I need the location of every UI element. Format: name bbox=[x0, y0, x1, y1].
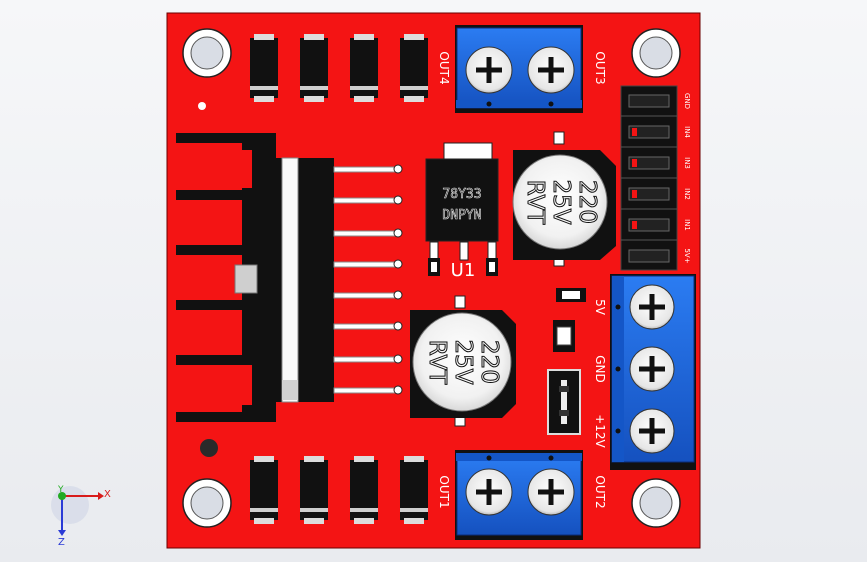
diode bbox=[300, 34, 328, 102]
via-dark bbox=[200, 439, 218, 457]
header-label-in3: IN3 bbox=[683, 157, 691, 169]
cap-bottom-line3: RVT bbox=[424, 340, 450, 385]
smd-led bbox=[553, 320, 575, 352]
fiducial-dot bbox=[198, 102, 206, 110]
label-gnd: GND bbox=[593, 355, 607, 383]
terminal-power[interactable] bbox=[610, 274, 696, 470]
regulator-marking-line2: DNPYN bbox=[442, 208, 481, 223]
screw bbox=[629, 408, 675, 454]
terminal-out1-out2[interactable] bbox=[455, 450, 583, 540]
cap-top-line2: 25V bbox=[548, 179, 574, 224]
jumper[interactable] bbox=[547, 369, 581, 435]
capacitor-top: 220 25V RVT bbox=[512, 131, 616, 267]
diode bbox=[250, 456, 278, 524]
axis-z-label: Z bbox=[58, 537, 65, 548]
screw bbox=[465, 468, 513, 516]
diode bbox=[350, 34, 378, 102]
header-label-gnd: GND bbox=[683, 93, 691, 109]
cap-top-line1: 220 bbox=[574, 180, 600, 224]
label-out2: OUT2 bbox=[593, 475, 607, 508]
label-12v: +12V bbox=[593, 414, 607, 448]
screw bbox=[527, 46, 575, 94]
diode bbox=[350, 456, 378, 524]
regulator-label: U1 bbox=[451, 260, 476, 281]
mounting-hole-bottom-left bbox=[182, 478, 232, 528]
label-5v: 5V bbox=[593, 299, 607, 316]
diode bbox=[400, 34, 428, 102]
header-label-5v: 5V+ bbox=[683, 248, 691, 263]
terminal-out4-out3[interactable] bbox=[455, 25, 583, 113]
coordinate-triad: X Y Z bbox=[51, 485, 111, 548]
voltage-regulator: 78Y33 DNPYN U1 bbox=[425, 142, 499, 281]
heatsink bbox=[176, 133, 276, 422]
pin-header[interactable] bbox=[620, 85, 678, 271]
capacitor-bottom: 220 25V RVT bbox=[410, 295, 516, 427]
header-label-in1: IN1 bbox=[683, 219, 691, 231]
label-out3: OUT3 bbox=[593, 51, 607, 84]
regulator-marking-line1: 78Y33 bbox=[442, 187, 481, 202]
driver-chip bbox=[276, 157, 403, 403]
screw bbox=[527, 468, 575, 516]
screw bbox=[629, 284, 675, 330]
diode bbox=[400, 456, 428, 524]
header-label-in2: IN2 bbox=[683, 188, 691, 200]
diode-row-bottom bbox=[250, 456, 428, 524]
cap-top-line3: RVT bbox=[522, 180, 548, 225]
mounting-hole-top-left bbox=[182, 28, 232, 78]
label-out4: OUT4 bbox=[437, 51, 451, 84]
diode bbox=[300, 456, 328, 524]
cap-bottom-line2: 25V bbox=[450, 339, 476, 384]
axis-y-label: Y bbox=[57, 485, 64, 495]
mounting-hole-top-right bbox=[631, 28, 681, 78]
axis-x-label: X bbox=[104, 489, 111, 500]
screw bbox=[465, 46, 513, 94]
screw bbox=[629, 346, 675, 392]
diode-row-top bbox=[250, 34, 428, 102]
smd-resistor bbox=[556, 288, 586, 302]
diode bbox=[250, 34, 278, 102]
header-pin-labels: GND IN4 IN3 IN2 IN1 5V+ bbox=[683, 93, 691, 264]
header-label-in4: IN4 bbox=[683, 126, 691, 138]
cap-bottom-line1: 220 bbox=[476, 340, 502, 384]
label-out1: OUT1 bbox=[437, 475, 451, 508]
mounting-hole-bottom-right bbox=[631, 478, 681, 528]
